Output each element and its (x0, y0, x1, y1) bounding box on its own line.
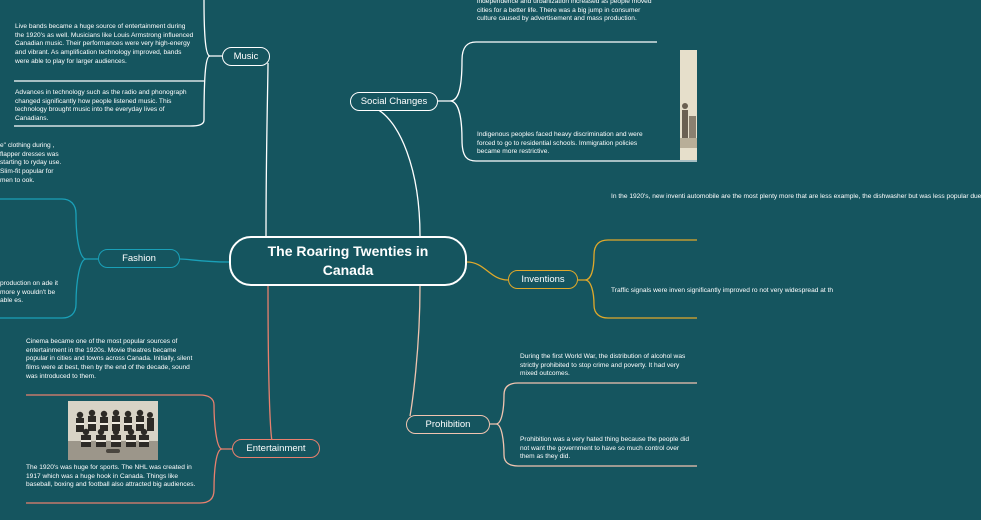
link-central-inventions (466, 261, 509, 281)
hockey-team-photo (68, 401, 158, 460)
social-note-urbanization: independence and urbanization increased … (477, 0, 652, 23)
music-note-radio: Advances in technology such as the radio… (15, 89, 187, 123)
branch-inventions[interactable]: Inventions (508, 270, 578, 289)
link-central-fashion (179, 258, 230, 263)
mind-map-canvas: The Roaring Twenties in Canada Music Soc… (0, 0, 981, 504)
prohibition-note-ww1: During the first World War, the distribu… (520, 353, 686, 378)
fashion-note-production: production on ade it more y wouldn't be … (0, 280, 58, 305)
inventions-note-traffic: Traffic signals were inven significantly… (611, 287, 834, 294)
social-changes-photo (680, 50, 697, 160)
social-note-indigenous: Indigenous peoples faced heavy discrimin… (477, 131, 643, 156)
link-music-notes (14, 0, 222, 127)
fashion-note-clothing: e" clothing during , flapper dresses was… (0, 142, 62, 184)
link-fashion-notes (0, 198, 98, 319)
branch-music[interactable]: Music (222, 47, 270, 66)
music-note-live-bands: Live bands became a huge source of enter… (15, 23, 194, 65)
entertainment-note-cinema: Cinema became one of the most popular so… (26, 338, 193, 380)
connector-lines (0, 0, 697, 504)
entertainment-note-sports: The 1920's was huge for sports. The NHL … (26, 464, 196, 489)
link-central-prohibition (409, 285, 421, 417)
branch-fashion[interactable]: Fashion (98, 249, 180, 268)
inventions-note-new: In the 1920's, new inventi automobile ar… (611, 193, 981, 200)
link-central-music (265, 62, 269, 237)
prohibition-note-hated: Prohibition was a very hated thing becau… (520, 436, 689, 461)
branch-entertainment[interactable]: Entertainment (232, 439, 320, 458)
link-inventions-notes (578, 239, 697, 319)
branch-social-changes[interactable]: Social Changes (350, 92, 438, 111)
link-social-notes (438, 41, 697, 162)
link-entertainment-notes (26, 394, 232, 504)
branch-prohibition[interactable]: Prohibition (406, 415, 490, 434)
central-topic[interactable]: The Roaring Twenties in Canada (229, 236, 467, 286)
link-central-social (374, 107, 421, 237)
link-central-entertainment (267, 285, 273, 442)
link-prohibition-notes (490, 382, 697, 467)
